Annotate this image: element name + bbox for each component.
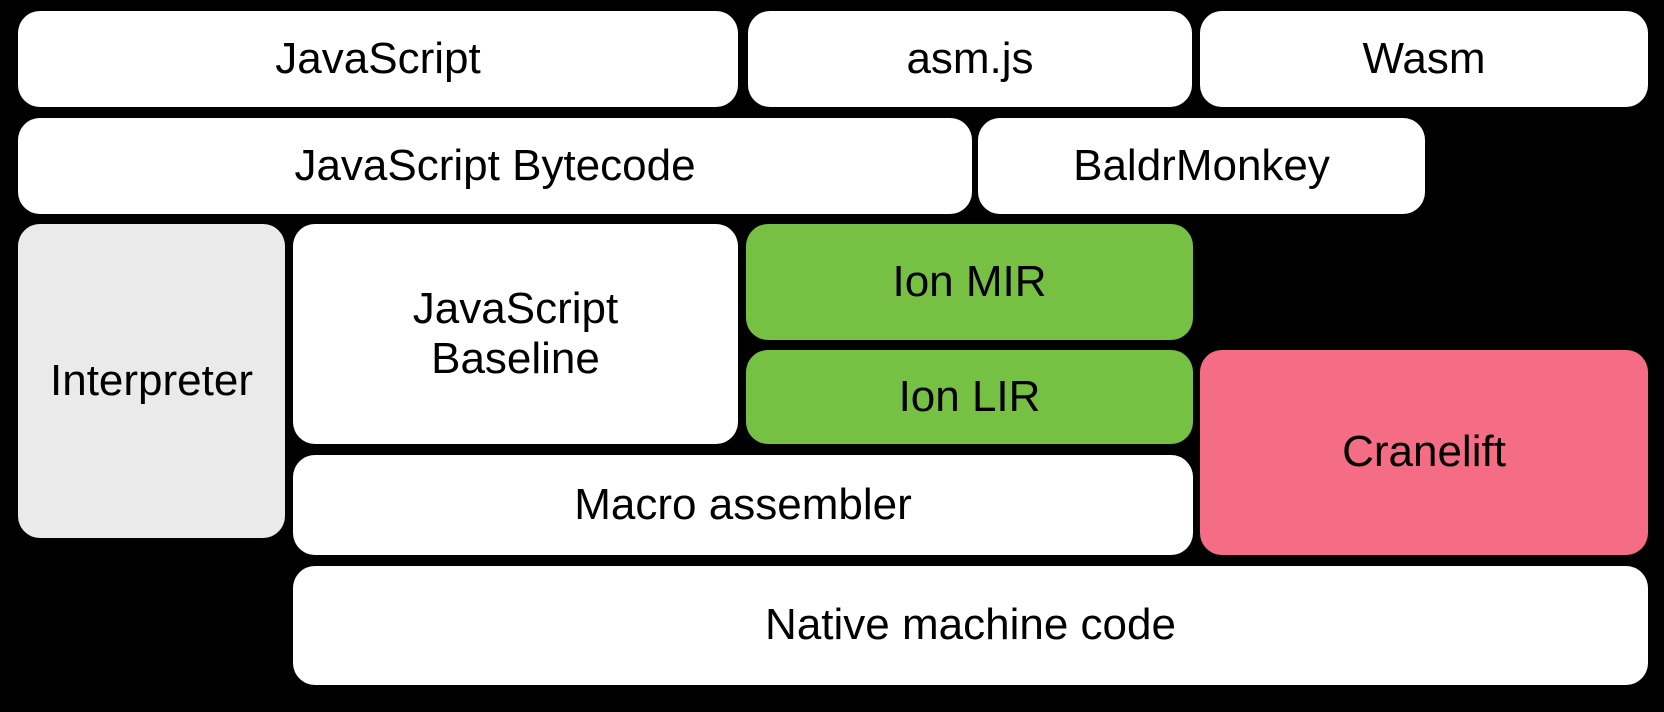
node-baldrmonkey[interactable]: BaldrMonkey xyxy=(978,118,1425,214)
node-label: Macro assembler xyxy=(574,479,912,529)
node-macro-assembler[interactable]: Macro assembler xyxy=(293,455,1193,555)
node-javascript[interactable]: JavaScript xyxy=(18,11,738,107)
node-label: Cranelift xyxy=(1342,427,1506,477)
node-native-machine-code[interactable]: Native machine code xyxy=(293,566,1648,685)
node-label: JavaScript xyxy=(275,33,481,83)
node-label: Ion MIR xyxy=(892,256,1047,306)
node-cranelift[interactable]: Cranelift xyxy=(1200,350,1648,555)
node-label: Wasm xyxy=(1362,33,1486,83)
node-javascript-bytecode[interactable]: JavaScript Bytecode xyxy=(18,118,972,214)
node-label: JavaScript Bytecode xyxy=(294,140,696,190)
node-label: Interpreter xyxy=(50,355,253,405)
node-ion-mir[interactable]: Ion MIR xyxy=(746,224,1193,340)
node-label: Ion LIR xyxy=(898,371,1041,421)
node-interpreter[interactable]: Interpreter xyxy=(18,224,285,538)
node-label: BaldrMonkey xyxy=(1073,140,1330,190)
node-ion-lir[interactable]: Ion LIR xyxy=(746,350,1193,444)
node-label: Native machine code xyxy=(765,600,1176,650)
node-asmjs[interactable]: asm.js xyxy=(748,11,1192,107)
node-label: asm.js xyxy=(906,33,1034,83)
node-wasm[interactable]: Wasm xyxy=(1200,11,1648,107)
node-label: JavaScript Baseline xyxy=(412,283,619,383)
node-javascript-baseline[interactable]: JavaScript Baseline xyxy=(293,224,738,444)
